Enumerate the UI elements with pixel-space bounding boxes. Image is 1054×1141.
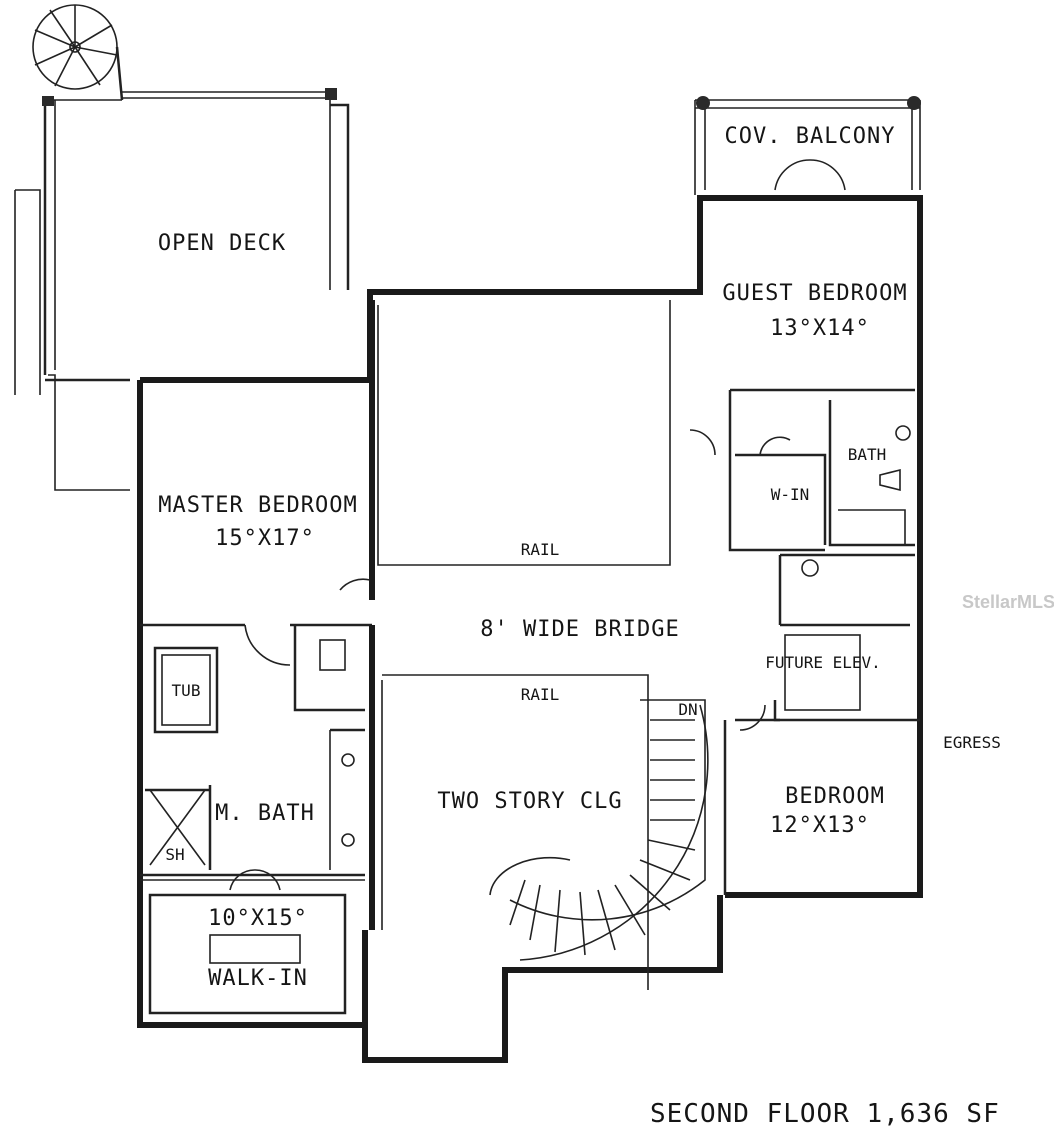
bridge-label: 8' WIDE BRIDGE <box>480 617 679 642</box>
dn-label: DN <box>678 700 697 719</box>
open-to-below <box>377 300 671 990</box>
guest-bath-label: BATH <box>848 445 887 464</box>
open-deck <box>14 88 350 491</box>
two-story-label: TWO STORY CLG <box>437 789 622 814</box>
bedroom-label: BEDROOM <box>785 784 885 809</box>
future-elevator-label: FUTURE ELEV. <box>765 653 881 672</box>
master-suite-walls <box>140 300 375 1015</box>
master-bedroom-label: MASTER BEDROOM <box>158 493 357 518</box>
guest-bedroom-label: GUEST BEDROOM <box>722 281 907 306</box>
master-bath-label: M. BATH <box>215 801 315 826</box>
watermark: StellarMLS <box>962 592 1054 612</box>
guest-suite-walls <box>689 388 920 895</box>
tub-label: TUB <box>172 681 201 700</box>
cov-balcony-label: COV. BALCONY <box>725 124 896 149</box>
rail-lower-label: RAIL <box>521 685 560 704</box>
egress-label: EGRESS <box>943 733 1001 752</box>
plan-title: SECOND FLOOR 1,636 SF <box>650 1099 1000 1129</box>
spiral-stair-exterior <box>32 4 124 101</box>
shower-label: SH <box>165 845 184 864</box>
walk-in-label: WALK-IN <box>208 966 308 991</box>
master-bedroom-size: 15°X17° <box>215 526 315 551</box>
open-deck-label: OPEN DECK <box>158 231 286 256</box>
walk-in-size: 10°X15° <box>208 906 308 931</box>
covered-balcony <box>694 96 921 195</box>
bedroom-size: 12°X13° <box>770 813 870 838</box>
guest-bedroom-size: 13°X14° <box>770 316 870 341</box>
rail-upper-label: RAIL <box>521 540 560 559</box>
grand-stair <box>489 699 709 961</box>
walk-in-closet-label: W-IN <box>771 485 810 504</box>
